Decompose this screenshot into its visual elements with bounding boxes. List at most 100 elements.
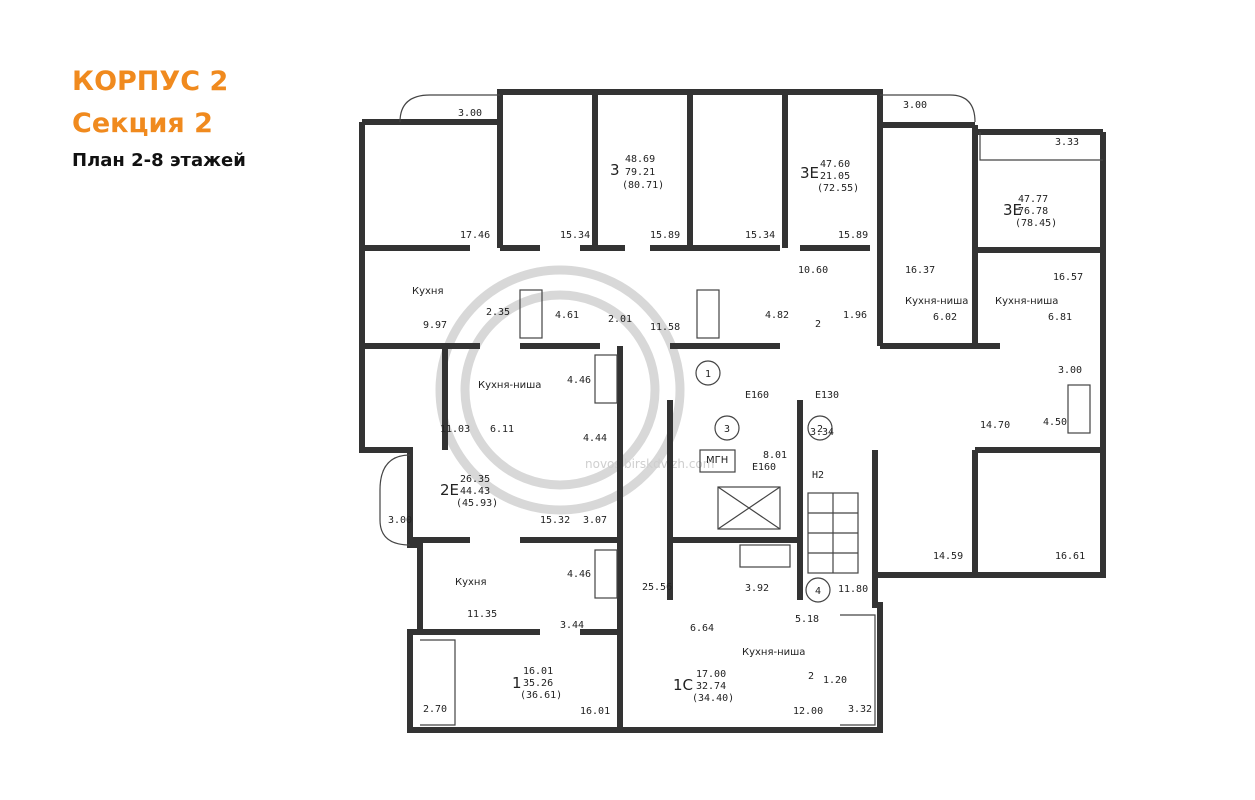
room-label: 15.34 [560,230,590,241]
svg-text:Н2: Н2 [812,470,824,481]
svg-text:(45.93): (45.93) [456,498,498,509]
room-label: 2.35 [486,307,510,318]
room-label: 14.70 [980,420,1010,431]
room-label: 11.58 [650,322,680,333]
svg-text:(72.55): (72.55) [817,183,859,194]
apartment-3-label: 3 48.69 79.21 (80.71) [610,154,664,191]
room-label: 3.00 [458,108,482,119]
room-label: 3.07 [583,515,607,526]
room-label: 8.01 [763,450,787,461]
room-label: 9.97 [423,320,447,331]
svg-text:4: 4 [815,586,821,597]
room-label: 3.00 [388,515,412,526]
svg-text:76.78: 76.78 [1018,206,1048,217]
room-label: 1.96 [843,310,867,321]
svg-text:3E: 3E [800,164,819,182]
room-labels: 3.00 3.00 3.33 17.46 15.34 15.89 15.34 1… [388,100,1085,717]
svg-text:(34.40): (34.40) [692,693,734,704]
room-label: 3.32 [848,704,872,715]
room-label: 6.64 [690,623,714,634]
room-label: 25.56 [642,582,672,593]
room-label: 14.59 [933,551,963,562]
svg-text:(78.45): (78.45) [1015,218,1057,229]
svg-text:32.74: 32.74 [696,681,726,692]
room-label: Кухня-ниша [478,380,541,391]
room-label: 17.46 [460,230,490,241]
room-label: 15.89 [650,230,680,241]
room-label: Кухня-ниша [905,296,968,307]
svg-text:1: 1 [512,674,522,692]
room-label: Кухня-ниша [995,296,1058,307]
svg-text:3: 3 [610,161,620,179]
building-title: КОРПУС 2 [72,66,229,97]
svg-text:16.01: 16.01 [523,666,553,677]
room-label: 2 [815,319,821,330]
svg-text:44.43: 44.43 [460,486,490,497]
room-label: 6.02 [933,312,957,323]
watermark-logo-icon: novosibirskdvizh.com [435,265,714,515]
room-label: 3.34 [810,427,834,438]
walls [359,89,1106,733]
room-label: 3.00 [1058,365,1082,376]
room-label: 4.82 [765,310,789,321]
room-label: 4.46 [567,569,591,580]
room-label: 3.33 [1055,137,1079,148]
room-label: 16.37 [905,265,935,276]
room-label: 12.00 [793,706,823,717]
svg-text:26.35: 26.35 [460,474,490,485]
svg-text:47.77: 47.77 [1018,194,1048,205]
svg-text:1C: 1C [673,676,693,694]
room-label: 10.60 [798,265,828,276]
apartment-2e-label: 2E 26.35 44.43 (45.93) [440,474,498,509]
room-label: 11.35 [467,609,497,620]
room-label: МГН [706,455,728,466]
room-label: 1.20 [823,675,847,686]
apartment-1c-label: 1C 17.00 32.74 (34.40) [673,669,734,704]
svg-text:2E: 2E [440,481,459,499]
svg-text:Е160: Е160 [752,462,776,473]
room-label: Кухня [412,286,444,297]
section-title: Секция 2 [72,108,213,139]
svg-text:79.21: 79.21 [625,167,655,178]
balconies-and-fixtures [379,94,1103,726]
room-label: 16.01 [580,706,610,717]
room-label: 5.18 [795,614,819,625]
svg-text:3: 3 [724,424,730,435]
svg-text:17.00: 17.00 [696,669,726,680]
svg-text:21.05: 21.05 [820,171,850,182]
core-labels: 1 3 2 4 Е160 Е130 Е160 Н2 [705,369,839,597]
room-label: 2 [808,671,814,682]
svg-text:(36.61): (36.61) [520,690,562,701]
svg-text:47.60: 47.60 [820,159,850,170]
watermark-text: novosibirskdvizh.com [585,457,714,471]
svg-text:48.69: 48.69 [625,154,655,165]
room-label: 3.44 [560,620,584,631]
svg-text:Е160: Е160 [745,390,769,401]
room-label: Кухня-ниша [742,647,805,658]
room-label: 2.70 [423,704,447,715]
apartment-1-label: 1 16.01 35.26 (36.61) [512,666,562,701]
room-label: 4.44 [583,433,607,444]
room-label: 3.92 [745,583,769,594]
room-label: 6.11 [490,424,514,435]
room-label: 11.80 [838,584,868,595]
room-label: Кухня [455,577,487,588]
room-label: 16.57 [1053,272,1083,283]
room-label: 15.32 [540,515,570,526]
room-label: 4.50 [1043,417,1067,428]
room-label: 4.46 [567,375,591,386]
room-label: 4.61 [555,310,579,321]
svg-text:2: 2 [817,424,823,435]
floor-plan-subtitle: План 2-8 этажей [72,150,246,171]
room-label: 3.00 [903,100,927,111]
apartment-3e-label: 3E 47.60 21.05 (72.55) [800,159,859,194]
svg-text:Е130: Е130 [815,390,839,401]
room-label: 2.01 [608,314,632,325]
svg-text:(80.71): (80.71) [622,180,664,191]
svg-text:35.26: 35.26 [523,678,553,689]
room-label: 15.89 [838,230,868,241]
apartment-3e-corner-label: 3E 47.77 76.78 (78.45) [1003,194,1057,229]
svg-text:3E: 3E [1003,201,1022,219]
room-label: 6.81 [1048,312,1072,323]
